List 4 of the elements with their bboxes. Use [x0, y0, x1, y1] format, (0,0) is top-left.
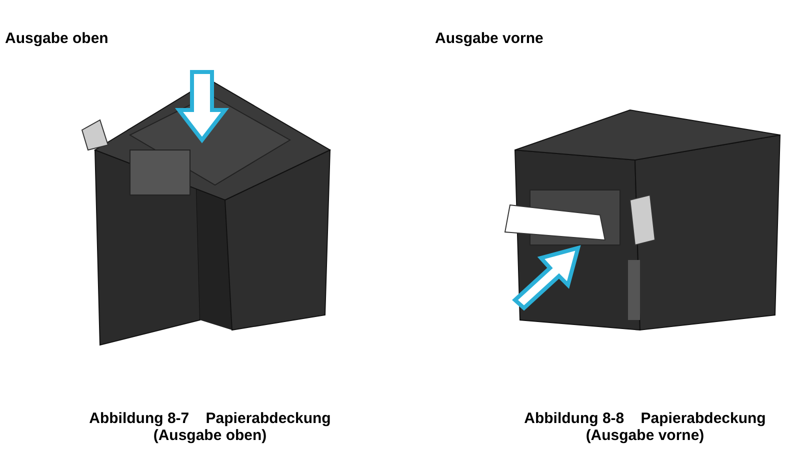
section-heading: Ausgabe oben	[5, 30, 108, 47]
section-heading: Ausgabe vorne	[435, 30, 544, 47]
figure-caption: Abbildung 8-8 Papierabdeckung (Ausgabe vorne)	[523, 410, 767, 444]
figure-caption: Abbildung 8-7 Papierabdeckung (Ausgabe oben)	[88, 410, 332, 444]
